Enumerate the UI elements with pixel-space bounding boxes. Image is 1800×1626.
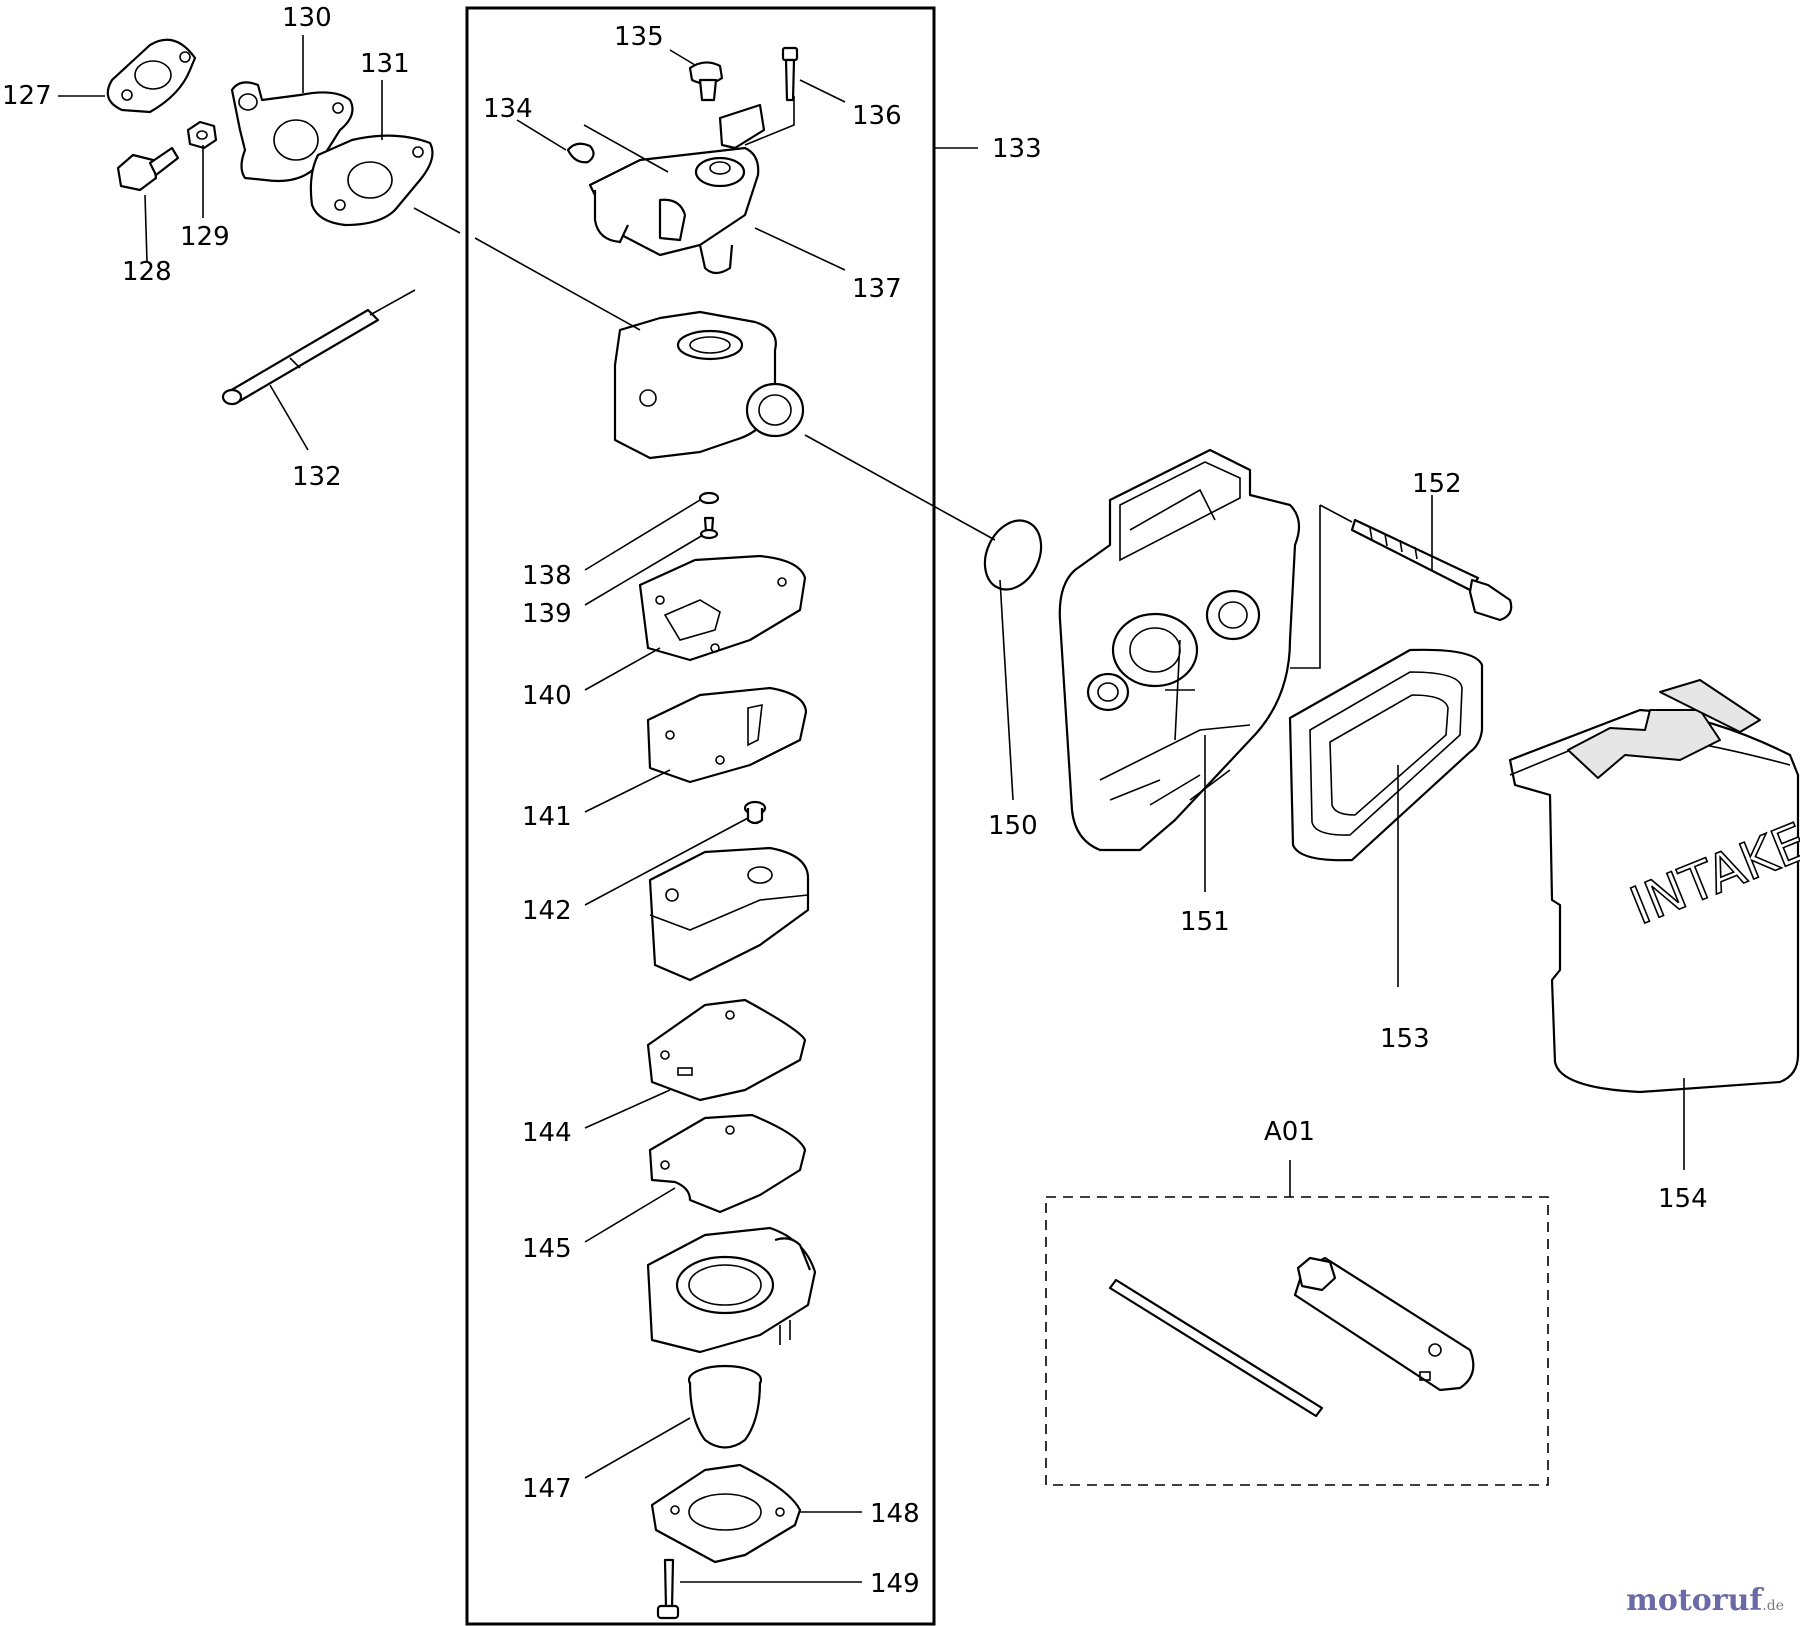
- label-134: 134: [483, 94, 533, 124]
- part-152-bolt: [1350, 518, 1513, 622]
- part-136-screw: [781, 46, 799, 102]
- part-148-retainer: [650, 1463, 802, 1564]
- label-154: 154: [1658, 1184, 1708, 1214]
- part-144-gasket: [646, 998, 807, 1102]
- label-140: 140: [522, 681, 572, 711]
- label-136: 136: [852, 101, 902, 131]
- part-135-screw: [688, 61, 724, 102]
- label-131: 131: [360, 49, 410, 79]
- label-150: 150: [988, 811, 1038, 841]
- carburetor-group-frame: [465, 6, 936, 1626]
- label-139: 139: [522, 599, 572, 629]
- label-132: 132: [292, 462, 342, 492]
- part-147-primer-bulb: [687, 1364, 763, 1449]
- part-145-diaphragm: [648, 1113, 807, 1214]
- watermark-logo: motoruf.de: [1626, 1583, 1784, 1618]
- tool-kit-frame: [1045, 1196, 1549, 1486]
- part-139-needle: [699, 516, 719, 540]
- part-128-bolt: [116, 146, 180, 192]
- part-a01-tools: [1108, 1256, 1475, 1418]
- label-147: 147: [522, 1474, 572, 1504]
- label-153: 153: [1380, 1024, 1430, 1054]
- watermark-tld: .de: [1762, 1598, 1784, 1614]
- part-150-oring: [983, 519, 1043, 591]
- label-148: 148: [870, 1499, 920, 1529]
- carburetor-body: [613, 310, 805, 460]
- label-127: 127: [2, 81, 52, 111]
- part-141-diaphragm: [646, 686, 808, 784]
- label-133: 133: [992, 134, 1042, 164]
- part-140-gasket: [638, 554, 807, 662]
- part-138-oring: [698, 491, 720, 505]
- label-a01: A01: [1264, 1117, 1315, 1147]
- part-151-air-cleaner-base: [1058, 448, 1301, 852]
- part-132-rod: [221, 289, 416, 406]
- label-144: 144: [522, 1118, 572, 1148]
- part-127-gasket: [106, 38, 197, 114]
- part-134-clip: [566, 142, 595, 164]
- part-131-gasket: [309, 134, 434, 227]
- leader-lines: [58, 35, 1685, 1583]
- label-145: 145: [522, 1234, 572, 1264]
- watermark-brand: motoruf: [1626, 1583, 1763, 1618]
- label-141: 141: [522, 802, 572, 832]
- label-130: 130: [282, 3, 332, 33]
- label-151: 151: [1180, 907, 1230, 937]
- metering-cover: [646, 1226, 817, 1354]
- label-152: 152: [1412, 469, 1462, 499]
- part-137-throttle-assembly: [588, 103, 766, 275]
- label-138: 138: [522, 561, 572, 591]
- part-129-nut: [186, 120, 218, 150]
- label-128: 128: [122, 257, 172, 287]
- label-129: 129: [180, 222, 230, 252]
- label-142: 142: [522, 896, 572, 926]
- label-149: 149: [870, 1569, 920, 1599]
- label-137: 137: [852, 274, 902, 304]
- part-153-filter-element: [1288, 648, 1484, 862]
- part-149-screw: [656, 1558, 680, 1620]
- label-135: 135: [614, 22, 664, 52]
- part-142-pump-body: [648, 800, 810, 982]
- part-154-air-cleaner-cover: INTAKE: [1508, 679, 1800, 1094]
